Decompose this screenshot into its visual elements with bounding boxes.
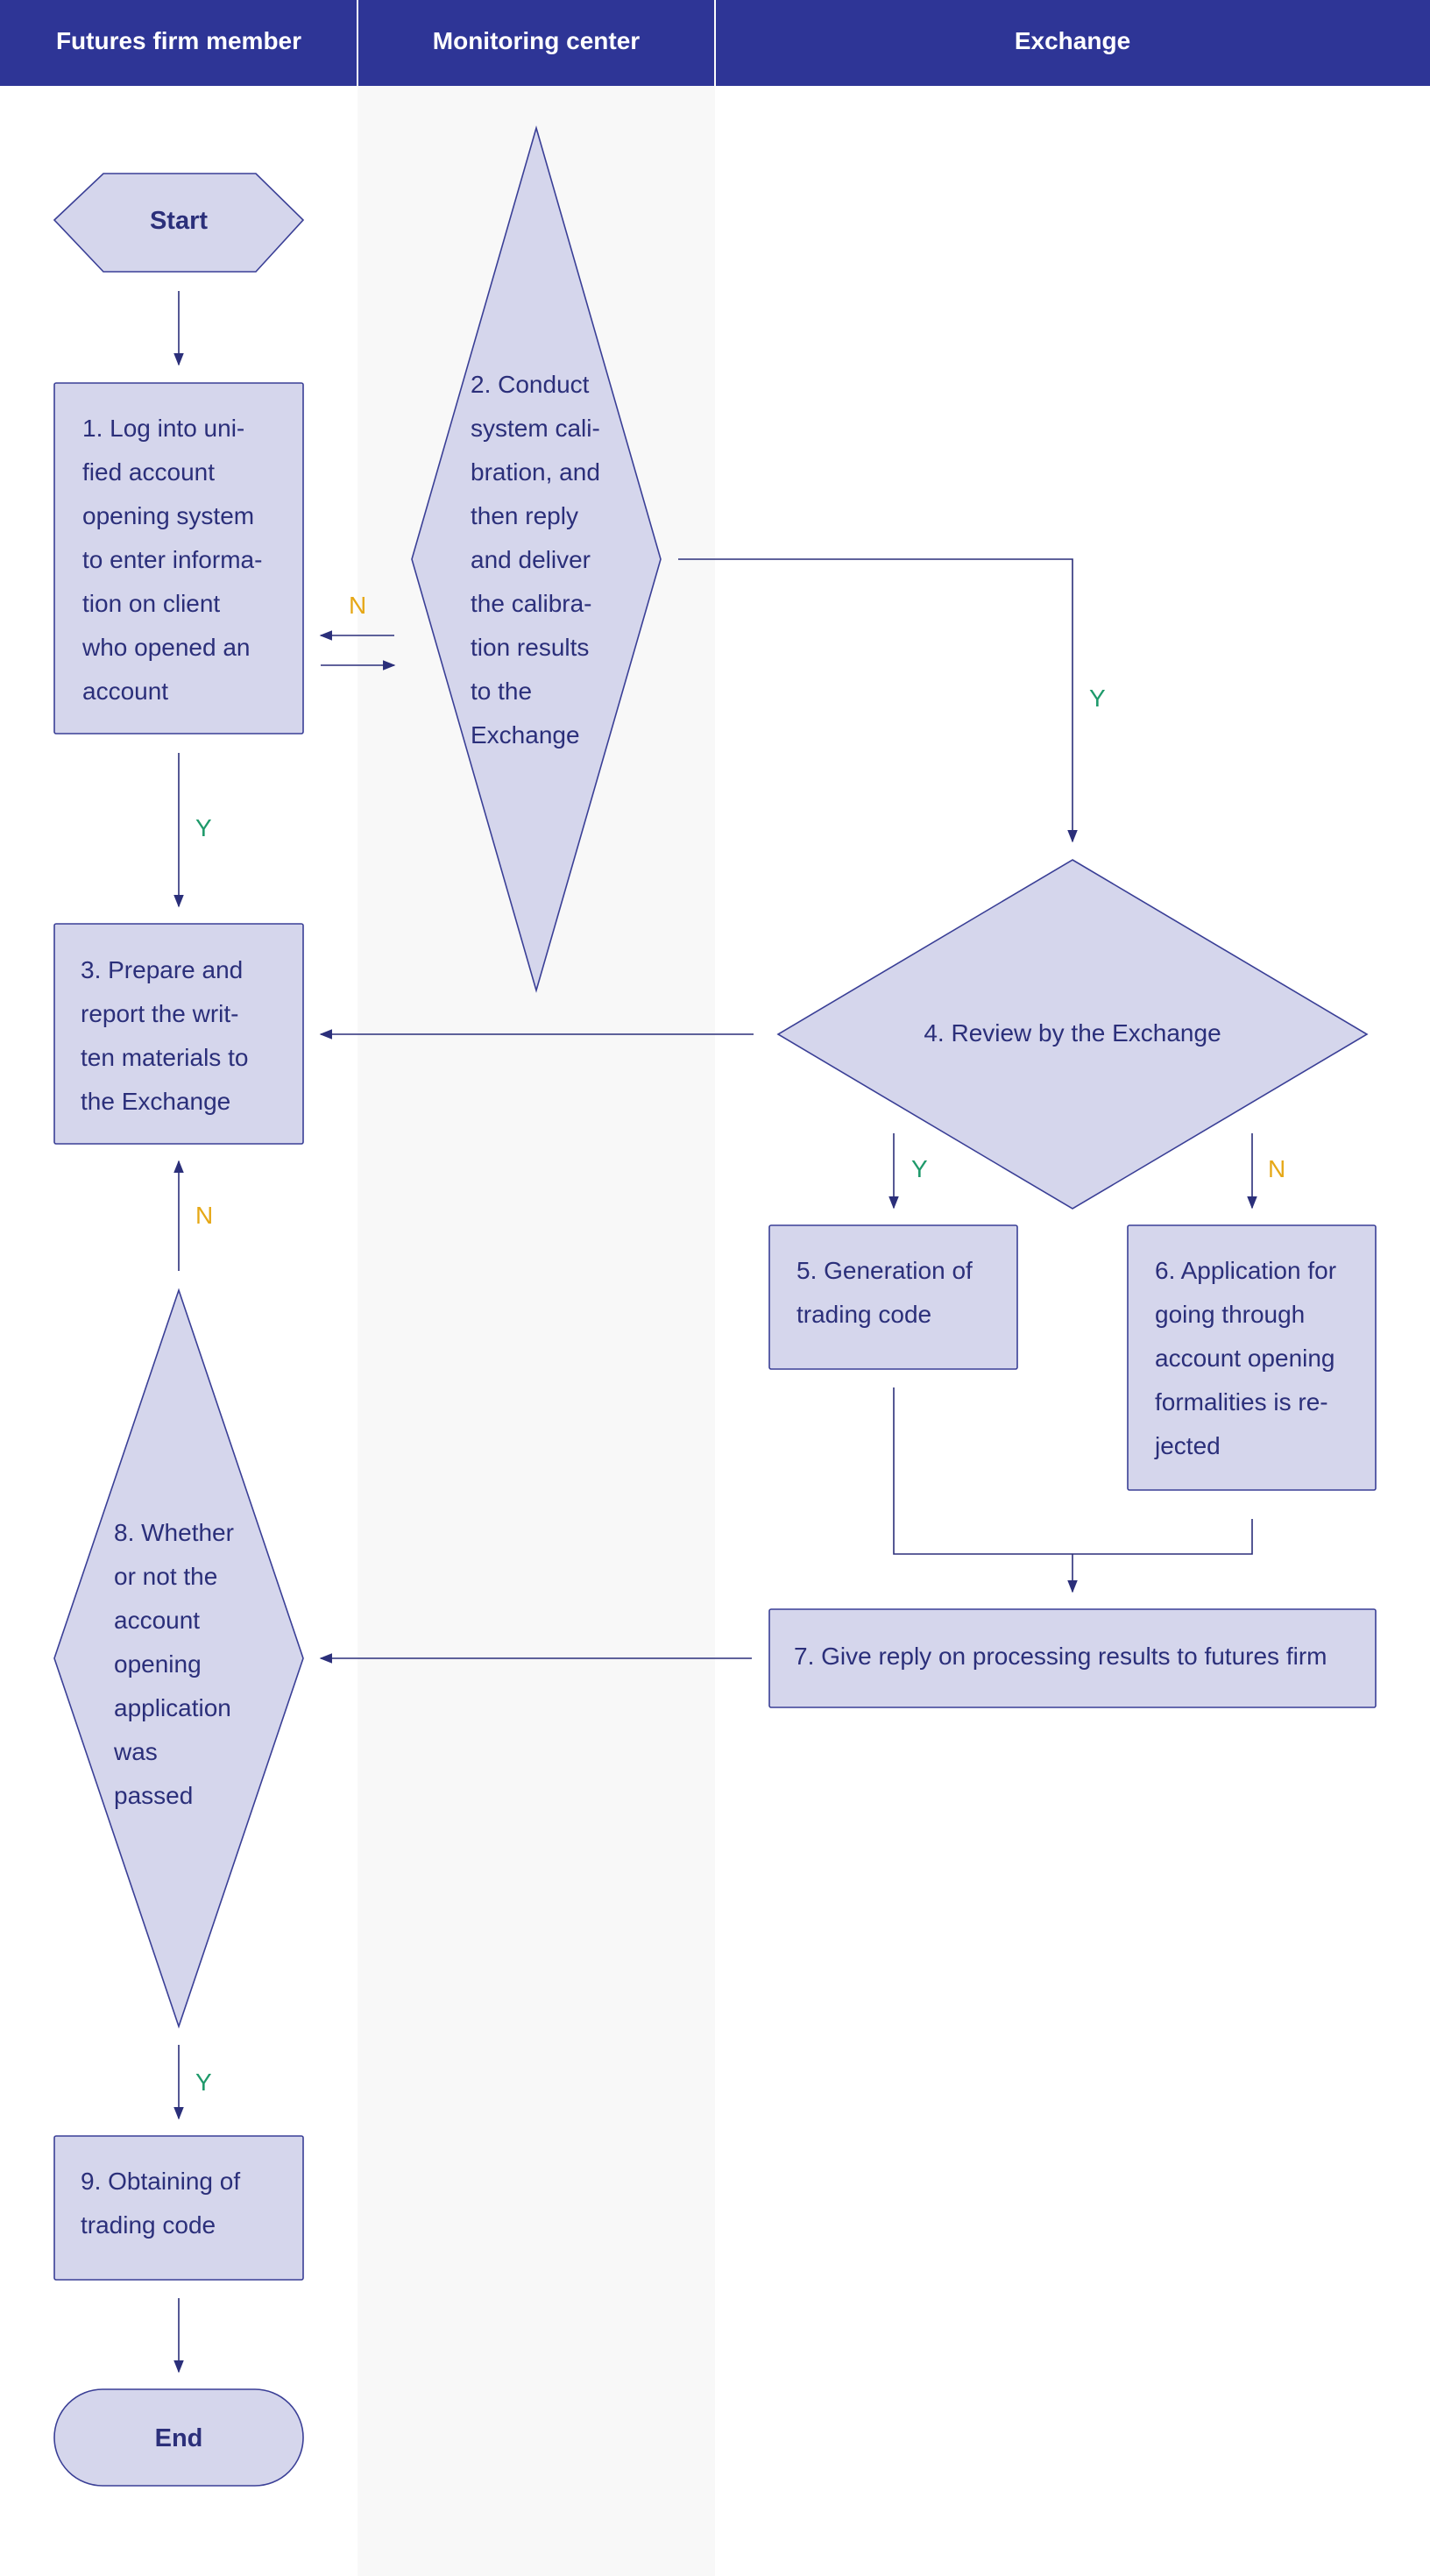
step-7-give-reply: 7. Give reply on processing results to f… [768,1608,1377,1708]
connector-2-to-4-yes [678,558,1078,843]
step-4-label: 4. Review by the Exchange [924,1019,1221,1047]
edge-label-n4-n5-yes: Y [911,1155,928,1182]
edge-label-n1-n2-no: N [349,592,366,619]
step-6-application-rejected: 6. Application for going through account… [1127,1224,1377,1491]
end-label: End [155,2424,203,2452]
lane-header-monitoring-center: Monitoring center [358,0,714,86]
step-3-prepare-materials: 3. Prepare and report the writ- ten mate… [53,923,304,1145]
step-1-login: 1. Log into uni- fied account opening sy… [53,382,304,734]
step-2-label: 2. Conduct system cali- bration, and the… [471,371,607,749]
step-9-label: 9. Obtaining of trading code [81,2168,247,2239]
edge-label-n4-n6-no: N [1268,1155,1285,1182]
step-8-decision-passed: 8. Whether or not the account opening ap… [53,1288,304,2029]
step-3-label: 3. Prepare and report the writ- ten mate… [81,956,255,1115]
step-5-generate-code: 5. Generation of trading code [768,1224,1018,1370]
step-1-label: 1. Log into uni- fied account opening sy… [81,415,269,705]
step-6-label: 6. Application for going through account… [1154,1257,1343,1459]
lane-title-exchange: Exchange [1015,27,1130,54]
end-node: End [53,2388,304,2487]
step-8-label: 8. Whether or not the account opening ap… [113,1519,241,1809]
edge-label-n8-n9-yes: Y [195,2069,212,2096]
step-5-label: 5. Generation of trading code [796,1257,980,1328]
step-4-review: 4. Review by the Exchange [776,859,1369,1210]
lane-header-futures-firm: Futures firm member [0,0,357,86]
step-9-obtain-code: 9. Obtaining of trading code [53,2135,304,2281]
edge-label-n1-n3-yes: Y [195,814,212,841]
start-node: Start [53,173,305,273]
edge-label-n2-n4-yes: Y [1089,685,1106,712]
edge-label-n8-n3-no: N [195,1202,213,1229]
step-2-calibration: 2. Conduct system cali- bration, and the… [411,125,662,993]
start-label: Start [150,207,208,235]
lane-header-exchange: Exchange [716,0,1430,86]
lane-title-futures-firm: Futures firm member [56,27,301,54]
step-7-label: 7. Give reply on processing results to f… [794,1643,1327,1670]
lane-title-monitoring-center: Monitoring center [433,27,641,54]
